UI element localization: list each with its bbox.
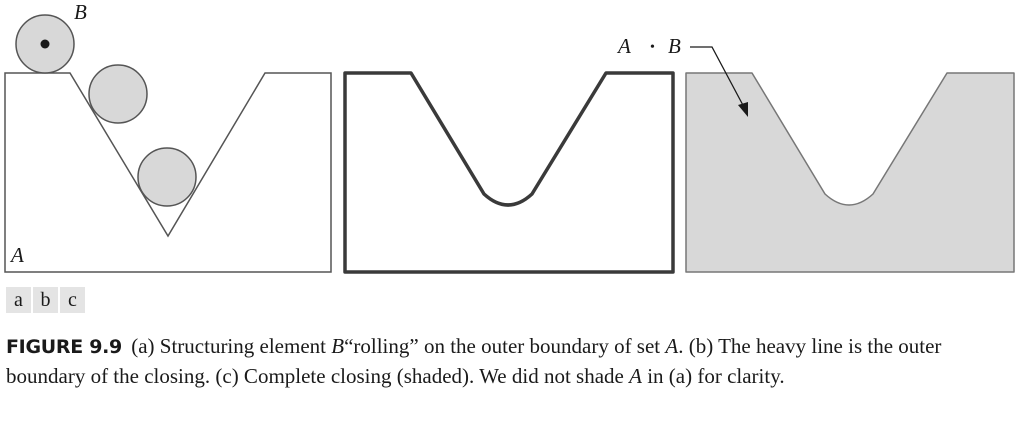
closing-shaded-region	[685, 72, 1015, 273]
figure-number: FIGURE 9.9	[6, 336, 122, 358]
panel-labels: a b c	[6, 287, 85, 313]
label-a: A	[9, 243, 24, 267]
figure-caption: FIGURE 9.9 (a) Structuring element B“rol…	[6, 332, 1018, 391]
structuring-element-b-center-dot	[40, 39, 50, 49]
arrow-head-icon	[738, 102, 748, 117]
panel-label-a: a	[6, 287, 31, 313]
label-leader-line	[690, 46, 746, 110]
label-a-closing-b: B	[668, 34, 681, 58]
caption-b: B	[331, 334, 345, 358]
caption-text-2: “rolling” on the outer boundary of set	[344, 334, 666, 358]
set-a-outline	[4, 72, 332, 273]
structuring-element-b-bottom	[137, 147, 197, 207]
panel-b	[343, 71, 675, 274]
caption-a-2: A	[629, 364, 642, 388]
panel-label-b: b	[33, 287, 58, 313]
label-a-closing-dot: •	[650, 40, 655, 55]
figure-diagram: B A A • B	[4, 0, 1015, 274]
panel-c: A • B	[616, 34, 1015, 273]
structuring-element-b-slope	[88, 64, 148, 124]
caption-a-1: A	[665, 334, 679, 358]
caption-text-3: . (b) The heavy line is the outer bounda…	[6, 334, 942, 388]
caption-text-1: (a) Structuring element	[131, 334, 332, 358]
label-b: B	[74, 0, 87, 24]
closing-outer-boundary	[343, 71, 675, 274]
panel-label-c: c	[60, 287, 85, 313]
label-a-closing-a: A	[616, 34, 631, 58]
panel-a: B A	[4, 0, 332, 273]
caption-text-4: in (a) for clarity.	[641, 364, 785, 388]
